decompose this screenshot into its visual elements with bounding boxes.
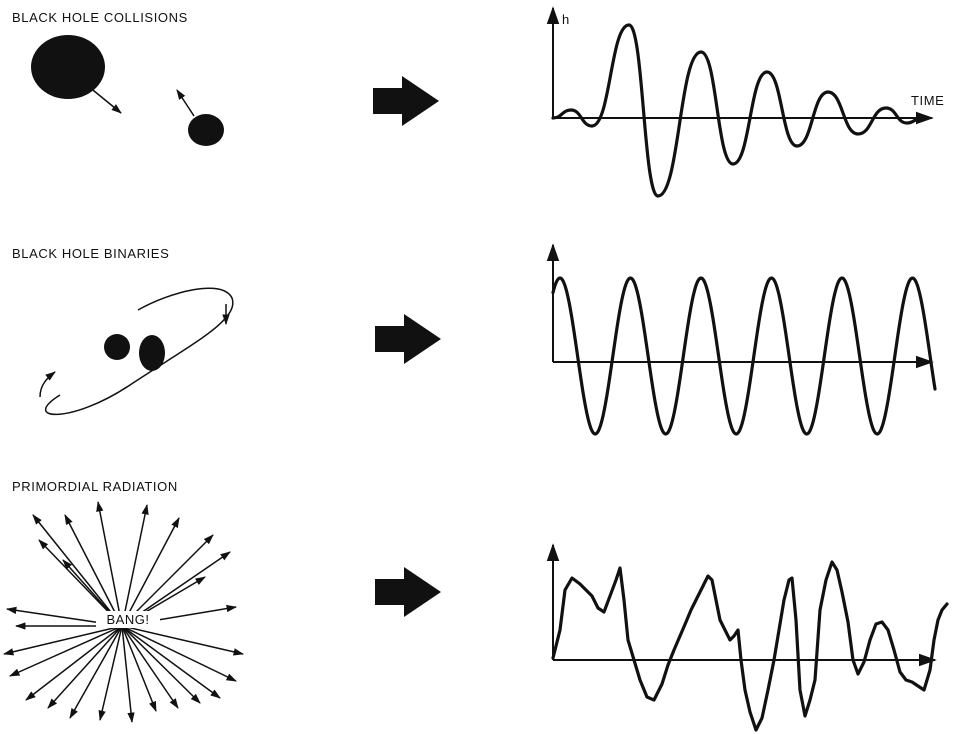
radiation-arrow bbox=[96, 500, 123, 627]
arrow-right-icon bbox=[373, 76, 439, 126]
panel-collisions: BLACK HOLE COLLISIONS h TIME bbox=[12, 6, 944, 198]
radiation-arrow bbox=[47, 625, 123, 709]
radiation-arrow bbox=[121, 503, 149, 627]
radiation-arrow bbox=[121, 625, 179, 709]
radiation-arrow bbox=[121, 625, 201, 704]
chart-primordial bbox=[546, 543, 949, 732]
radiation-arrow bbox=[32, 514, 123, 627]
bang-label-backdrop bbox=[96, 611, 160, 628]
panel-binaries: BLACK HOLE BINARIES bbox=[12, 243, 937, 436]
radiation-arrow bbox=[121, 534, 214, 627]
small-hole-velocity-arrow bbox=[176, 89, 195, 117]
large-hole-velocity-arrow bbox=[87, 85, 122, 114]
panel-primordial: PRIMORDIAL RADIATION BANG! bbox=[2, 479, 949, 732]
radiation-arrow bbox=[121, 625, 135, 724]
orbit-arrow-lower bbox=[39, 371, 56, 398]
large-black-hole bbox=[31, 35, 105, 99]
stochastic-waveform bbox=[551, 560, 949, 732]
radiation-arrow bbox=[121, 625, 237, 682]
arrow-right-icon bbox=[375, 567, 441, 617]
orbit-path bbox=[45, 287, 234, 416]
radiation-arrow bbox=[121, 625, 157, 712]
arrow-right-icon bbox=[375, 314, 441, 364]
radiation-arrow bbox=[121, 625, 221, 699]
panel-label-binaries: BLACK HOLE BINARIES bbox=[12, 246, 169, 261]
radiation-arrow bbox=[121, 625, 245, 656]
radiation-arrow bbox=[9, 625, 123, 677]
panel-label-collisions: BLACK HOLE COLLISIONS bbox=[12, 10, 188, 25]
chart-collisions: h TIME bbox=[546, 6, 944, 198]
binary-hole-right bbox=[139, 335, 165, 371]
x-axis-label: TIME bbox=[911, 93, 944, 108]
radiation-arrow bbox=[64, 514, 123, 627]
small-black-hole bbox=[188, 114, 224, 146]
chart-binaries bbox=[546, 243, 937, 436]
periodic-waveform bbox=[551, 276, 937, 436]
radiation-arrow bbox=[2, 625, 123, 656]
panel-label-primordial: PRIMORDIAL RADIATION bbox=[12, 479, 178, 494]
radiation-arrow bbox=[98, 625, 123, 722]
y-axis-label: h bbox=[562, 12, 570, 27]
ringdown-waveform bbox=[551, 23, 924, 198]
radiation-arrow bbox=[69, 625, 123, 719]
bang-burst bbox=[2, 500, 245, 724]
radiation-arrow bbox=[121, 517, 180, 627]
radiation-arrow bbox=[25, 625, 123, 701]
binary-hole-left bbox=[104, 334, 130, 360]
bang-label: BANG! bbox=[107, 612, 150, 627]
